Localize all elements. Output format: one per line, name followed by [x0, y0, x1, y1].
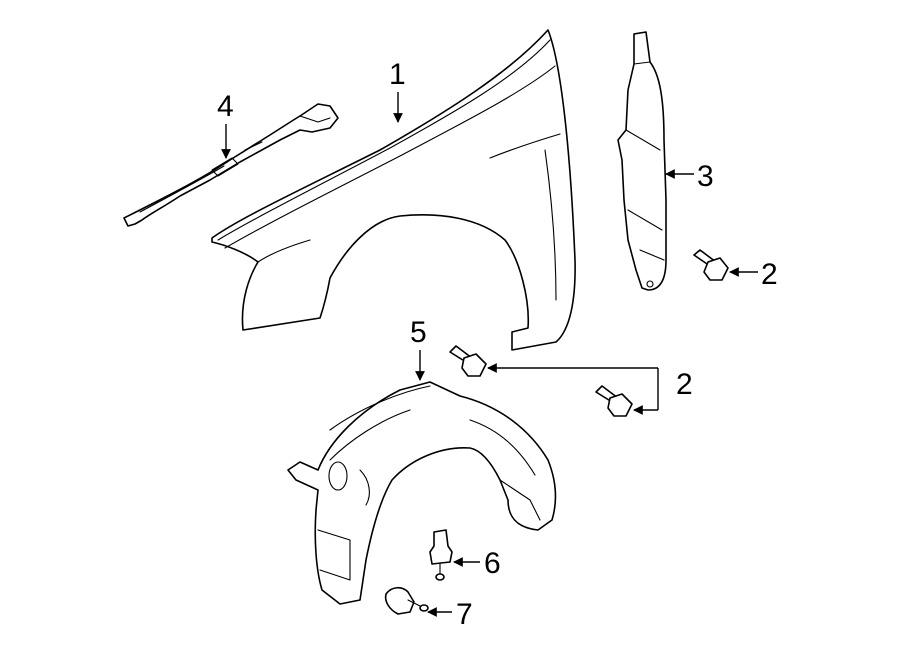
- callout-2-upper: 2: [761, 258, 778, 291]
- callout-1: 1: [389, 58, 406, 91]
- fender-part[interactable]: [211, 29, 576, 351]
- callout-7: 7: [456, 598, 473, 631]
- callout-4: 4: [217, 90, 234, 123]
- wheelhouse-liner-part[interactable]: [287, 381, 557, 605]
- bolt-part-lower[interactable]: [595, 385, 633, 417]
- push-retainer-part[interactable]: [384, 586, 429, 615]
- bolt-part-upper-right[interactable]: [693, 249, 729, 281]
- callout-5: 5: [410, 316, 427, 349]
- bolt-part-middle[interactable]: [449, 345, 487, 377]
- fender-seal-part[interactable]: [617, 31, 667, 291]
- callout-6: 6: [484, 547, 501, 580]
- push-pin-part[interactable]: [429, 529, 453, 581]
- callout-3: 3: [697, 160, 714, 193]
- callout-2-middle: 2: [676, 368, 693, 401]
- fender-brace-part[interactable]: [123, 103, 339, 227]
